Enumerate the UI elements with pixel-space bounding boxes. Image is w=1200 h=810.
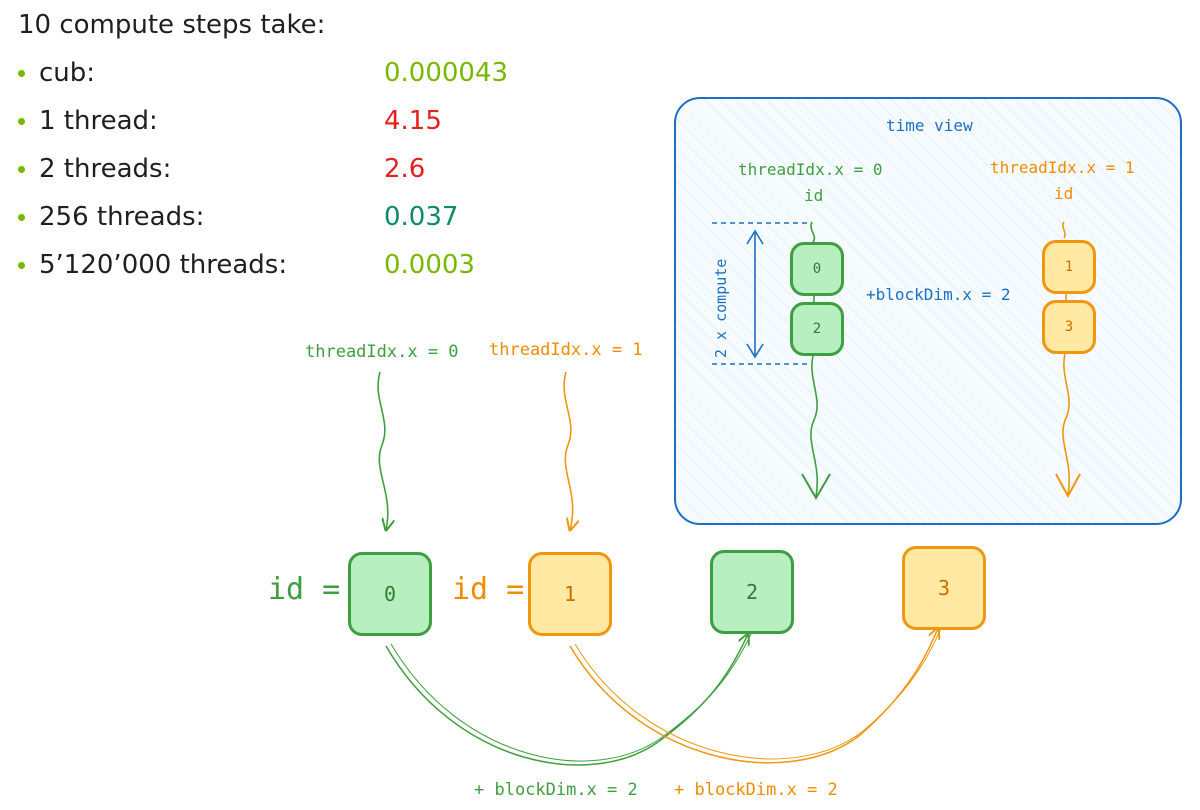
tv-box-id-0: 0 [790,242,844,296]
thread1-wavy-arrow [563,371,573,530]
time-view-title: time view [886,116,973,135]
timing-row-5120000-threads: 5’120’000 threads: 0.0003 [18,248,475,282]
tv-thread1-arrowhead [1055,473,1081,499]
tv-compute-arrow-down [746,343,764,359]
timing-value: 2.6 [384,154,426,184]
thread0-label: threadIdx.x = 0 [305,342,459,362]
tv-compute-label: 2 x compute [712,258,730,358]
tv-thread0-wavy-arrow [810,351,818,497]
tv-thread0-arrowhead [801,473,831,500]
box-id-1: 1 [528,552,612,636]
tv-thread1-id-caption: id [1054,184,1074,203]
id-label-0: id = [268,572,341,607]
timing-label: 2 threads: [39,154,172,184]
timing-value: 0.037 [384,202,459,232]
timing-row-1-thread: 1 thread: 4.15 [18,104,442,138]
tv-compute-arrow-up [746,229,764,245]
bullet-dot [18,165,25,173]
tv-thread1-label: threadIdx.x = 1 [990,158,1135,177]
timing-row-2-threads: 2 threads: 2.6 [18,152,425,186]
timing-value: 0.000043 [384,58,509,88]
tv-thread1-wavy-arrow [1062,349,1070,495]
stride-label-1: + blockDim.x = 2 [674,780,838,800]
timing-value: 4.15 [384,106,442,136]
box-id-2: 2 [710,550,794,634]
box-id-3: 3 [902,546,986,630]
timing-row-256-threads: 256 threads: 0.037 [18,200,458,234]
thread1-label: threadIdx.x = 1 [489,340,643,360]
time-view-panel [674,97,1182,525]
tv-thread0-id-caption: id [804,186,824,205]
bullet-dot [18,213,25,221]
tv-box-id-1: 1 [1042,240,1096,294]
box-id-0: 0 [348,552,432,636]
timing-row-cub: cub: 0.000043 [18,56,508,90]
stride-curve-1-to-3 [569,628,938,764]
tv-box-id-2: 2 [790,302,844,356]
tv-box-id-3: 3 [1042,300,1096,354]
bullet-dot [18,117,25,125]
tv-thread0-line-top [810,221,816,243]
timing-label: 1 thread: [39,106,158,136]
thread0-wavy-arrow [377,371,388,530]
bullet-dot [18,69,25,77]
tv-thread0-label: threadIdx.x = 0 [738,160,883,179]
timing-label: 5’120’000 threads: [39,250,288,280]
timing-value: 0.0003 [384,250,475,280]
id-label-1: id = [452,572,525,607]
timing-label: 256 threads: [39,202,205,232]
stride-curve-0-to-2-echo [390,633,752,762]
tv-stride-label: +blockDim.x = 2 [866,285,1011,304]
stride-label-0: + blockDim.x = 2 [474,780,638,800]
bullet-dot [18,261,25,269]
timing-label: cub: [39,58,96,88]
stride-curve-0-to-2 [385,634,748,766]
stride-curve-1-to-3-echo [574,627,942,760]
tv-thread1-line-top [1062,221,1066,239]
intro-text: 10 compute steps take: [18,10,326,40]
